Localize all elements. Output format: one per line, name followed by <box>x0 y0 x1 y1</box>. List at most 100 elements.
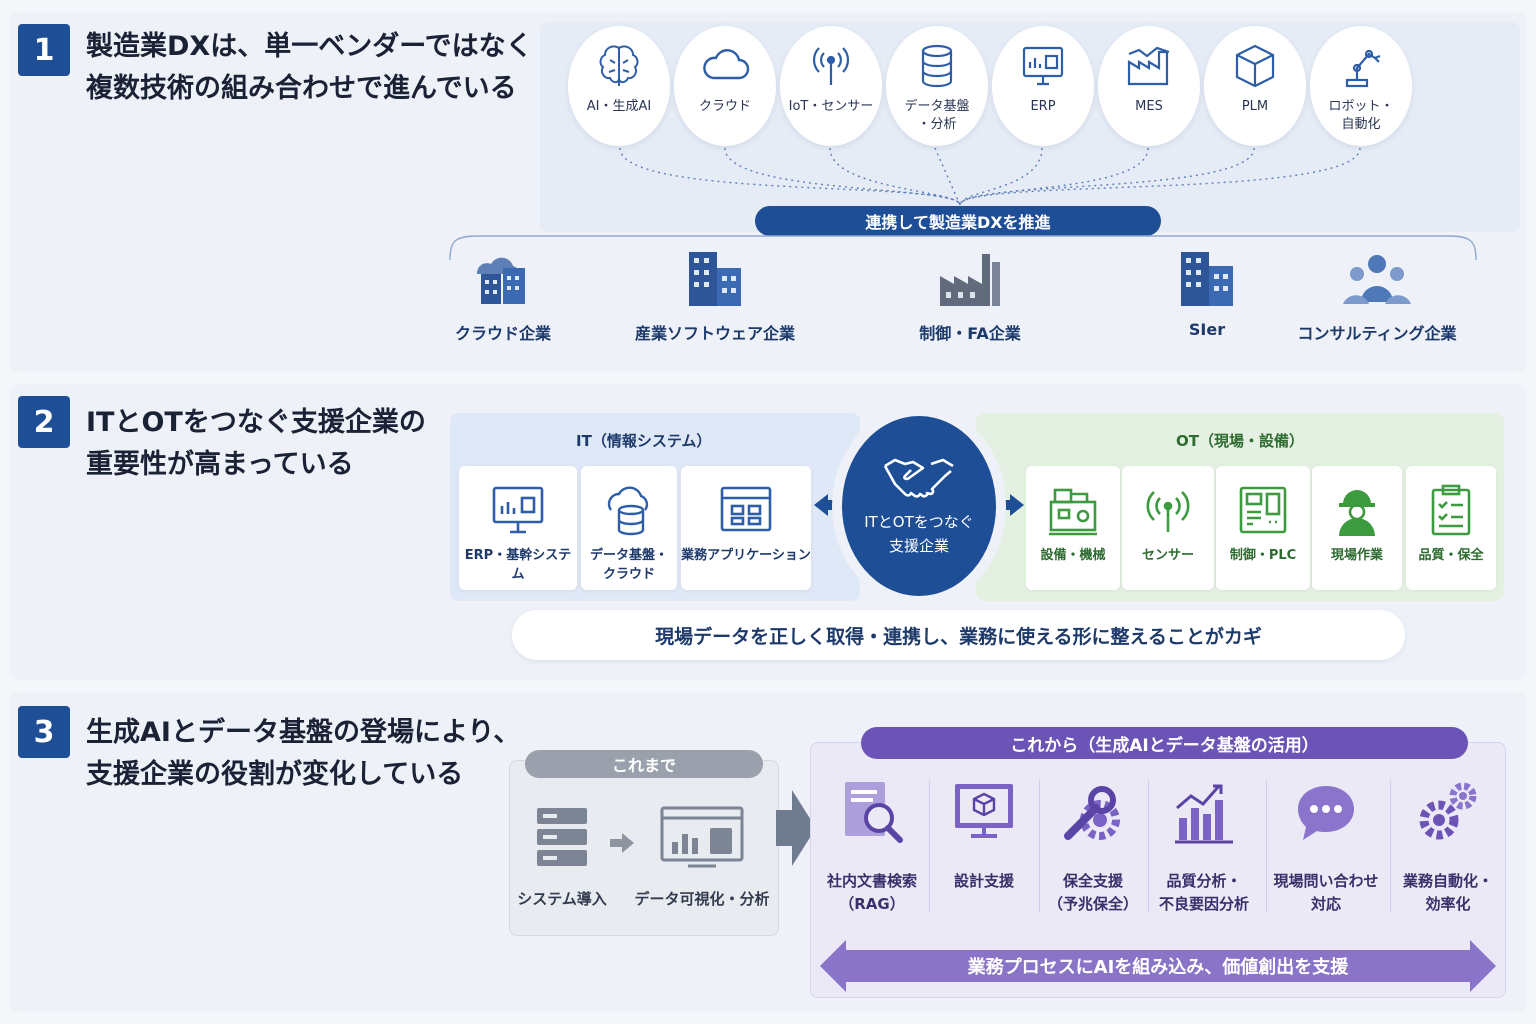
it-card-label: ERP・基幹システム <box>464 548 572 582</box>
section-3-heading: 生成AIとデータ基盤の登場により、 支援企業の役割が変化している <box>86 717 521 790</box>
tech-label: AI・生成AI <box>586 99 652 114</box>
company-label: 制御・FA企業 <box>919 324 1021 343</box>
tech-ai: AI・生成AI <box>568 26 670 146</box>
monitor-chart-icon <box>492 486 544 534</box>
company-label: 産業ソフトウェア企業 <box>634 324 795 343</box>
antenna-icon <box>1146 491 1190 532</box>
worker-icon <box>1339 490 1375 536</box>
machine-icon <box>1049 488 1097 536</box>
it-title: IT（情報システム） <box>576 432 712 450</box>
bottom-banner: 業務プロセスにAIを組み込み、価値創出を支援 <box>820 940 1496 992</box>
transition-arrow-icon <box>776 790 816 866</box>
chat-bubble-icon <box>1298 786 1354 840</box>
dx-banner: 連携して製造業DXを推進 <box>755 206 1161 236</box>
server-icon <box>537 808 587 866</box>
it-card-label: 業務アプリケーション <box>681 548 811 563</box>
company-cloud: クラウド企業 <box>451 246 555 344</box>
ot-card-label: センサー <box>1141 548 1194 563</box>
tech-robot: ロボット・ 自動化 <box>1310 26 1412 146</box>
plc-icon <box>1239 486 1287 534</box>
company-label: SIer <box>1188 320 1226 339</box>
future-item-rag: 社内文書検索 （RAG） <box>818 778 926 916</box>
past-item-visualization: データ可視化・分析 <box>632 806 772 909</box>
document-search-icon <box>845 782 903 843</box>
dashboard-icon <box>660 806 744 868</box>
past-title: これまで <box>525 750 763 778</box>
people-icon <box>1343 255 1411 304</box>
future-item-design: 設計支援 <box>930 778 1038 893</box>
factory-chart-icon <box>1127 46 1170 86</box>
company-sier: SIer <box>1163 246 1251 339</box>
ot-card-label: 設備・機械 <box>1040 548 1106 563</box>
tech-label: クラウド <box>698 99 751 114</box>
database-icon <box>921 44 953 88</box>
wrench-gear-icon <box>1064 786 1120 840</box>
ot-card-worker: 現場作業 <box>1312 466 1402 590</box>
tech-label: IoT・センサー <box>788 99 874 114</box>
hub-label: ITとOTをつなぐ 支援企業 <box>864 513 974 555</box>
company-label: コンサルティング企業 <box>1297 324 1457 343</box>
tech-plm: PLM <box>1204 26 1306 146</box>
future-item-quality: 品質分析・ 不良要因分析 <box>1150 778 1258 916</box>
divider <box>1148 780 1149 912</box>
tech-label: データ基盤 ・分析 <box>904 99 970 132</box>
ot-card-plc: 制御・PLC <box>1216 466 1310 590</box>
robot-arm-icon <box>1345 49 1381 88</box>
bar-chart-icon <box>1175 784 1233 844</box>
past-box <box>509 760 779 936</box>
building-icon <box>689 252 741 306</box>
it-card-data: データ基盤・ クラウド <box>581 466 677 590</box>
tech-data: データ基盤 ・分析 <box>886 26 988 146</box>
ot-card-label: 品質・保全 <box>1418 548 1484 563</box>
handshake-icon <box>883 458 954 498</box>
ot-card-label: 現場作業 <box>1330 548 1383 563</box>
tech-label: MES <box>1135 99 1163 114</box>
past-item-label: システム導入 <box>517 890 607 908</box>
key-message: 現場データを正しく取得・連携し、業務に使える形に整えることがカギ <box>512 610 1405 660</box>
brain-icon <box>599 45 639 86</box>
future-item-label: 現場問い合わせ 対応 <box>1273 872 1379 913</box>
ot-title: OT（現場・設備） <box>1176 432 1304 450</box>
ot-card-label: 制御・PLC <box>1229 548 1297 563</box>
it-card-label: データ基盤・ クラウド <box>589 548 668 582</box>
it-card-app: 業務アプリケーション <box>681 466 811 590</box>
past-item-system: システム導入 <box>515 806 609 909</box>
future-item-label: 社内文書検索 （RAG） <box>826 872 917 913</box>
bottom-banner-text: 業務プロセスにAIを組み込み、価値創出を支援 <box>967 957 1349 978</box>
app-window-icon <box>720 486 772 532</box>
section-3-number: 3 <box>18 706 70 758</box>
tech-label: PLM <box>1241 99 1269 114</box>
future-item-label: 設計支援 <box>953 872 1014 890</box>
cloud-building-icon <box>476 257 525 304</box>
divider <box>929 780 930 912</box>
tech-cloud: クラウド <box>674 26 776 146</box>
ot-card-quality: 品質・保全 <box>1406 466 1496 590</box>
section-2-heading: ITとOTをつなぐ支援企業の 重要性が高まっている <box>86 407 426 480</box>
divider <box>1390 780 1391 912</box>
tech-label: ERP <box>1030 99 1056 114</box>
future-item-label: 保全支援 （予兆保全） <box>1047 872 1138 913</box>
tech-erp: ERP <box>992 26 1094 146</box>
section-1-heading: 製造業DXは、単一ベンダーではなく 複数技術の組み合わせで進んでいる <box>86 31 533 104</box>
building-icon <box>1181 252 1233 306</box>
it-ot-arrows <box>814 494 1024 516</box>
tech-mes: MES <box>1098 26 1200 146</box>
clipboard-icon <box>1431 484 1471 536</box>
it-card-erp: ERP・基幹システム <box>459 466 577 590</box>
future-title: これから（生成AIとデータ基盤の活用） <box>861 727 1468 759</box>
ot-card-sensor: センサー <box>1122 466 1214 590</box>
connector-lines <box>619 147 1361 206</box>
ot-card-machine: 設備・機械 <box>1026 466 1120 590</box>
company-bracket <box>449 235 1477 261</box>
monitor-icon <box>1022 46 1064 86</box>
company-consulting: コンサルティング企業 <box>1290 246 1464 344</box>
past-item-label: データ可視化・分析 <box>634 890 770 908</box>
tech-label: ロボット・ 自動化 <box>1328 99 1394 132</box>
gears-icon <box>1419 782 1477 840</box>
cube-icon <box>1235 44 1275 88</box>
future-item-maintenance: 保全支援 （予兆保全） <box>1039 778 1147 916</box>
sensor-icon <box>812 47 850 85</box>
company-software: 産業ソフトウェア企業 <box>628 246 802 344</box>
divider <box>1266 780 1267 912</box>
design-monitor-icon <box>955 784 1013 838</box>
